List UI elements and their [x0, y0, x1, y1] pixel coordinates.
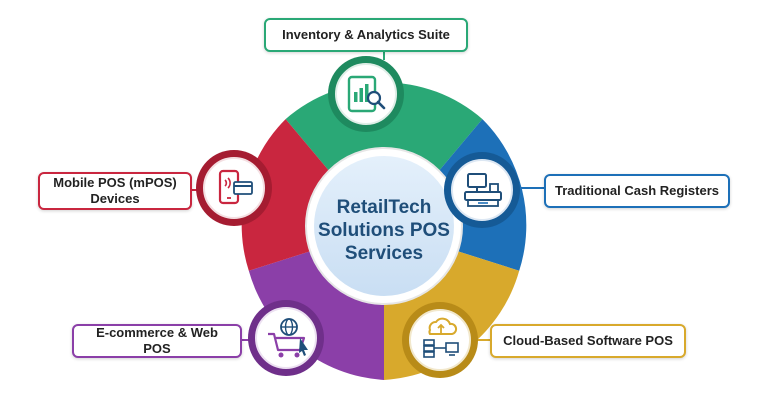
label-ecommerce-pos-text: E-commerce & Web POS — [96, 325, 218, 356]
cloud-network-icon — [423, 317, 459, 358]
label-cloud-pos-text: Cloud-Based Software POS — [503, 333, 673, 348]
center-title-line3: Services — [344, 243, 424, 264]
label-cloud-pos: Cloud-Based Software POS — [490, 324, 686, 358]
center-title: RetailTech Solutions POS Services — [296, 196, 472, 265]
label-mobile-pos-line1: Mobile POS (mPOS) — [53, 175, 177, 190]
cash-register-icon — [464, 173, 502, 207]
icon-badge-cash-register — [444, 152, 520, 228]
label-mobile-pos-line2: Devices — [90, 191, 140, 206]
label-inventory-analytics: Inventory & Analytics Suite — [264, 18, 468, 52]
label-cash-registers-text: Traditional Cash Registers — [555, 183, 719, 198]
label-cash-registers: Traditional Cash Registers — [544, 174, 730, 208]
tablet-analytics-icon — [347, 75, 386, 113]
icon-badge-inventory — [328, 56, 404, 132]
center-title-line1: RetailTech — [336, 197, 432, 218]
label-inventory-analytics-text: Inventory & Analytics Suite — [282, 27, 450, 42]
icon-badge-ecommerce — [248, 300, 324, 376]
icon-badge-mobile — [196, 150, 272, 226]
label-mobile-pos: Mobile POS (mPOS) Devices — [38, 172, 192, 210]
label-ecommerce-pos: E-commerce & Web POS — [72, 324, 242, 358]
shopping-cart-globe-icon — [268, 318, 308, 358]
center-title-line2: Solutions POS — [318, 220, 450, 241]
icon-badge-cloud — [402, 302, 478, 378]
center-disc-inner — [314, 156, 454, 296]
mobile-card-payment-icon — [218, 169, 253, 205]
